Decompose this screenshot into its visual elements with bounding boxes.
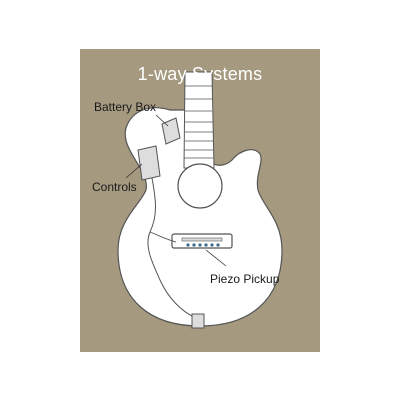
- pickup-wire: [149, 231, 177, 243]
- piezo-pickup-label: Piezo Pickup: [210, 272, 280, 286]
- end-pin-jack: [191, 313, 205, 329]
- controls-module: [137, 145, 161, 181]
- controls-leader: [125, 163, 143, 179]
- piezo-pickup-leader: [205, 249, 227, 267]
- battery-box-leader: [155, 114, 169, 127]
- sound-hole: [177, 163, 223, 209]
- wiring: [147, 177, 197, 319]
- diagram-title: 1-way Systems: [137, 64, 263, 84]
- guitar-body: [117, 107, 283, 327]
- guitar-neck: [183, 71, 215, 169]
- piezo-pins: [186, 243, 220, 247]
- frets: [184, 85, 213, 159]
- saddle: [181, 237, 223, 242]
- battery-box-label: Battery Box: [94, 100, 157, 114]
- controls-label: Controls: [92, 180, 137, 194]
